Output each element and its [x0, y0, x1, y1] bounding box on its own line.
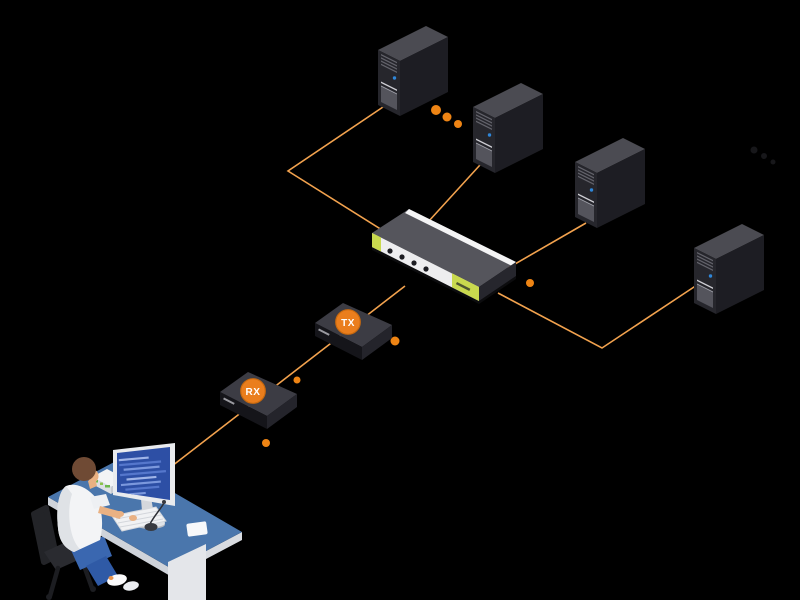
link-server3-kvm	[507, 222, 587, 269]
desk-leg-panel	[168, 544, 206, 600]
kvm-top-highlight	[405, 209, 516, 266]
person-arms	[90, 494, 137, 521]
link-server1-kvm	[286, 106, 384, 231]
tx-badge-label: TX	[341, 318, 355, 329]
kvm-port-buttons	[387, 248, 429, 272]
hair	[72, 457, 96, 481]
kvm-label-left	[372, 233, 381, 252]
desk-microphone	[144, 500, 166, 531]
person-head	[72, 457, 99, 489]
kvm-top	[372, 209, 516, 287]
tx-extender: TX	[314, 302, 393, 361]
kvm-right-cap	[479, 262, 516, 301]
link-server2-kvm	[427, 164, 481, 223]
rx-badge-label: RX	[246, 387, 261, 398]
server-4	[694, 224, 764, 314]
hand-2	[129, 515, 137, 521]
keyboard	[111, 506, 167, 532]
hand	[116, 511, 124, 517]
rx-extender: RX	[219, 371, 298, 430]
link-kvm-tx-rx-desk	[171, 285, 406, 467]
kvm-label-text-smudge	[455, 282, 471, 291]
packet-dots	[262, 279, 534, 447]
server-1	[378, 26, 448, 116]
office-chair	[31, 505, 96, 600]
kvm-switch	[372, 209, 516, 304]
monitor	[113, 443, 175, 529]
ellipsis-dots-dark	[750, 146, 776, 165]
paper-note	[186, 521, 208, 537]
ellipsis-dots-servers	[431, 105, 462, 128]
server-3	[575, 138, 645, 228]
shoe-2	[123, 581, 139, 591]
operator-workstation	[31, 443, 242, 600]
torso-shading	[57, 486, 80, 552]
server-2	[473, 83, 543, 173]
link-server4-kvm	[497, 282, 701, 349]
